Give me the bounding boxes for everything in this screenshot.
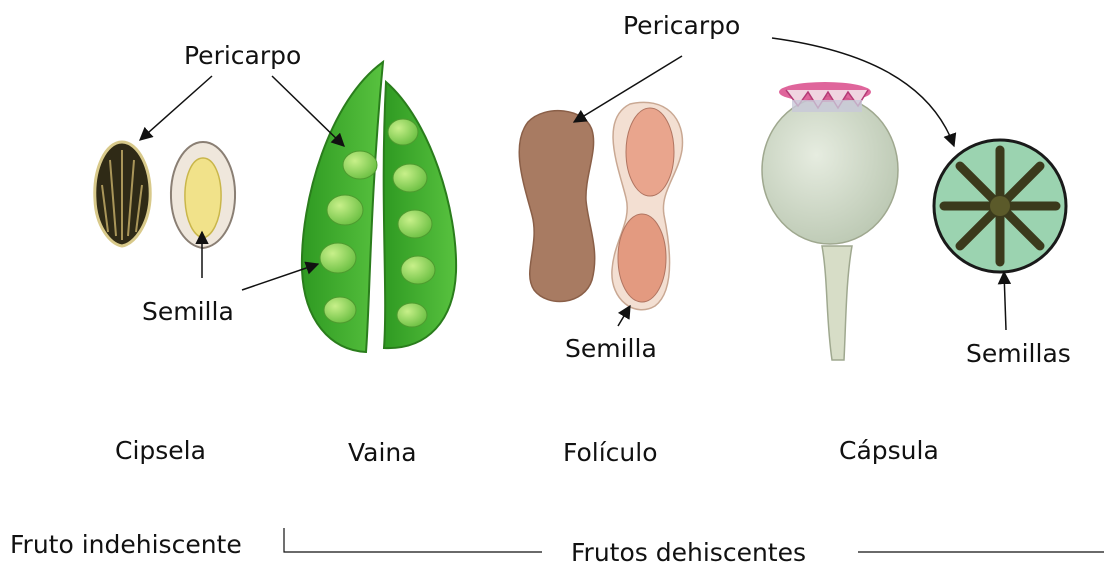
- sunflower-seed-whole: [95, 142, 150, 246]
- vaina-illustration: [302, 62, 456, 352]
- follicle-closed: [519, 111, 594, 302]
- label-semilla-cipsela: Semilla: [142, 297, 234, 326]
- follicle-seed-lower: [618, 214, 666, 302]
- label-semilla-foliculo: Semilla: [565, 334, 657, 363]
- capsula-illustration: [762, 82, 1066, 360]
- sunflower-seed-section: [171, 142, 235, 248]
- arrow-pericarpo-cipsela: [140, 76, 212, 140]
- fruit-name-vaina: Vaina: [348, 438, 417, 467]
- label-pericarpo-right: Pericarpo: [623, 11, 740, 40]
- cipsela-illustration: [95, 142, 235, 248]
- group-label-indehiscent: Fruto indehiscente: [10, 530, 242, 559]
- arrow-semillas-capsula: [1004, 272, 1006, 330]
- label-pericarpo-left: Pericarpo: [184, 41, 301, 70]
- follicle-seed-upper: [626, 108, 674, 196]
- fruit-name-cipsela: Cipsela: [115, 436, 206, 465]
- poppy-stem: [822, 246, 852, 360]
- fruit-name-foliculo: Folículo: [563, 438, 658, 467]
- foliculo-illustration: [519, 102, 682, 309]
- arrow-semilla-foliculo: [618, 306, 630, 326]
- arrow-pericarpo-vaina: [272, 76, 344, 146]
- group-label-dehiscent: Frutos dehiscentes: [571, 538, 806, 565]
- fruit-name-capsula: Cápsula: [839, 436, 939, 465]
- poppy-stigma-disc: [779, 82, 871, 112]
- poppy-cross-section: [934, 140, 1066, 272]
- poppy-capsule: [762, 96, 898, 244]
- label-semillas-capsula: Semillas: [966, 339, 1071, 368]
